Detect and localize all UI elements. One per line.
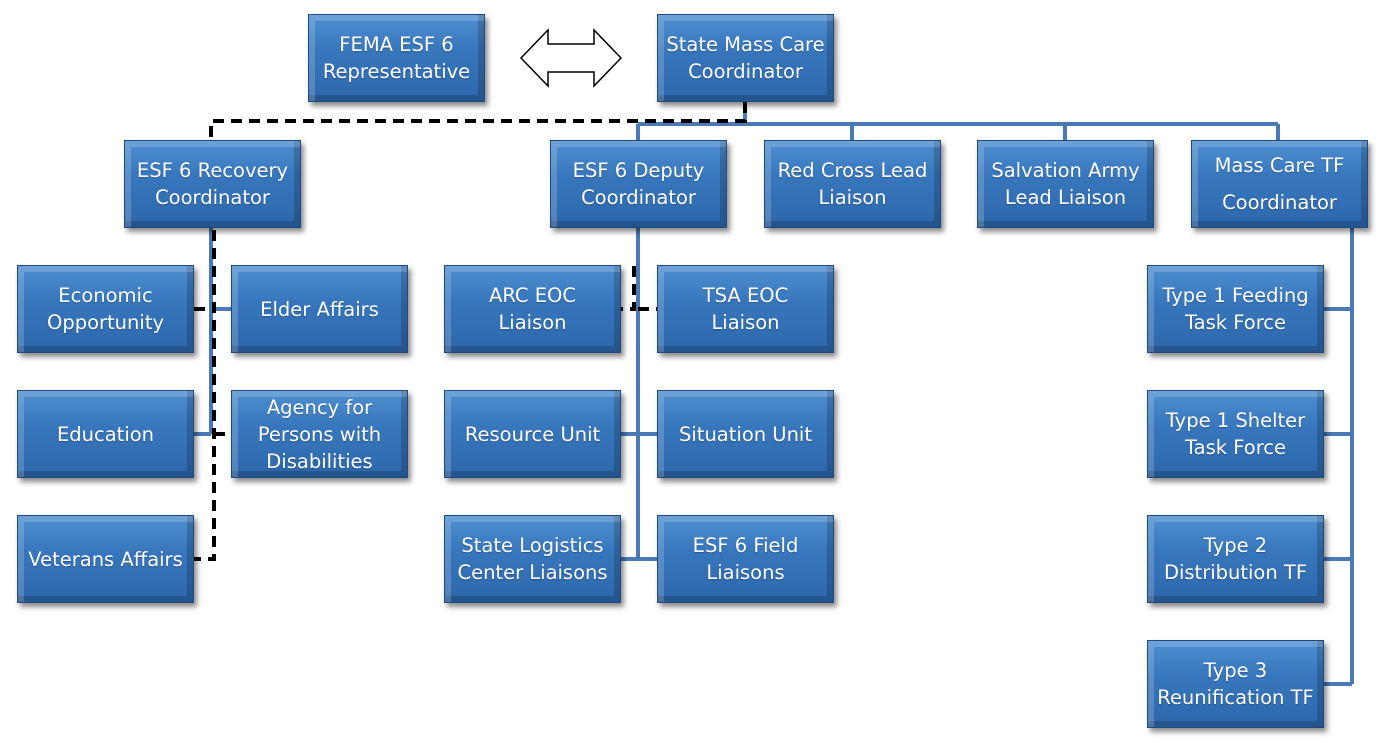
persons-with-disabilities-box: Agency for Persons with Disabilities [231, 390, 408, 478]
resource-unit-box: Resource Unit [444, 390, 621, 478]
type3-reunification-tf-box: Type 3 Reunification TF [1147, 640, 1324, 728]
esf6-recovery-coordinator-box: ESF 6 Recovery Coordinator [124, 140, 301, 228]
dashed-state-to-recovery [209, 102, 747, 140]
mass-care-tf-coordinator-box: Mass Care TF Coordinator [1191, 140, 1368, 228]
type1-feeding-task-force-box: Type 1 Feeding Task Force [1147, 265, 1324, 353]
red-cross-lead-liaison-box: Red Cross Lead Liaison [764, 140, 941, 228]
double-arrow-icon [519, 28, 623, 88]
state-mass-care-coordinator-box: State Mass Care Coordinator [657, 14, 834, 102]
solid-connectors [194, 102, 1354, 686]
situation-unit-box: Situation Unit [657, 390, 834, 478]
type2-distribution-tf-box: Type 2 Distribution TF [1147, 515, 1324, 603]
elder-affairs-box: Elder Affairs [231, 265, 408, 353]
dashed-deputy-to-arc [620, 266, 636, 311]
esf6-deputy-coordinator-box: ESF 6 Deputy Coordinator [550, 140, 727, 228]
fema-esf6-representative-box: FEMA ESF 6 Representative [308, 14, 485, 102]
type1-shelter-task-force-box: Type 1 Shelter Task Force [1147, 390, 1324, 478]
veterans-affairs-box: Veterans Affairs [17, 515, 194, 603]
dashed-recovery-trunk [194, 230, 216, 561]
dashed-connectors [194, 102, 747, 561]
state-logistics-center-liaisons-box: State Logistics Center Liaisons [444, 515, 621, 603]
salvation-army-lead-liaison-box: Salvation Army Lead Liaison [977, 140, 1154, 228]
economic-opportunity-box: Economic Opportunity [17, 265, 194, 353]
esf6-field-liaisons-box: ESF 6 Field Liaisons [657, 515, 834, 603]
tsa-eoc-liaison-box: TSA EOC Liaison [657, 265, 834, 353]
arc-eoc-liaison-box: ARC EOC Liaison [444, 265, 621, 353]
education-box: Education [17, 390, 194, 478]
